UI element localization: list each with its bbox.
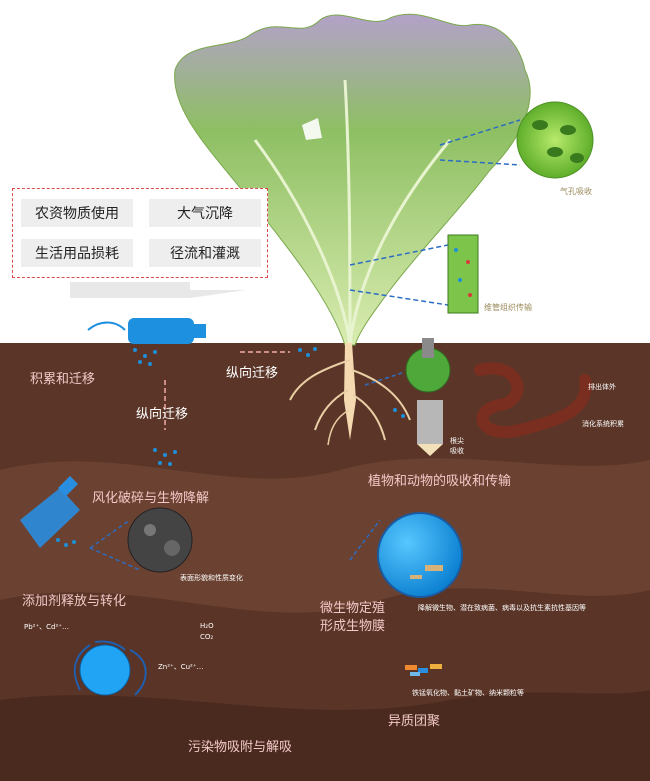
microbe-label: 微生物定殖 形成生物膜 xyxy=(320,601,386,634)
hetero-label: 异质团聚 xyxy=(388,714,441,729)
minerals-label: 铁锰氧化物、黏土矿物、纳米颗粒等 xyxy=(412,689,524,697)
stomata-zoom xyxy=(439,101,594,179)
heavy-metals-label-2: Zn²⁺、Cu²⁺… xyxy=(158,663,204,671)
broken-bottle-icon xyxy=(20,476,80,548)
root-tip-label: 根尖 吸收 xyxy=(450,437,464,455)
surface-zoom xyxy=(89,507,193,573)
pollutant-disc xyxy=(73,640,147,696)
source-runoff: 径流和灌溉 xyxy=(149,239,261,267)
pollutant-label: 污染物吸附与解吸 xyxy=(188,740,293,755)
earthworm-icon xyxy=(474,362,592,438)
vertical-migration-label-2: 纵向迁移 xyxy=(136,407,189,422)
weathering-label: 风化破碎与生物降解 xyxy=(92,491,210,506)
microbe-detail-label: 降解微生物、潜在致病菌、病毒以及抗生素抗性基因等 xyxy=(418,604,586,612)
biofilm-disc xyxy=(349,512,463,598)
source-atmos: 大气沉降 xyxy=(149,199,261,227)
co2-label: CO₂ xyxy=(200,633,214,641)
particle-clusters xyxy=(56,347,405,547)
lateral-root-label: 侧根裂隙吸收 xyxy=(440,334,482,342)
surface-change-label: 表面形貌和性质变化 xyxy=(180,574,243,582)
source-box: 农资物质使用 大气沉降 生活用品损耗 径流和灌溉 xyxy=(12,188,268,278)
source-agri: 农资物质使用 xyxy=(21,199,133,227)
digestive-label: 消化系统积累 xyxy=(582,420,624,428)
source-arrow xyxy=(70,282,246,298)
vascular-label: 维管组织传输 xyxy=(484,303,532,312)
lateral-root-zoom xyxy=(364,338,451,456)
migration-arrows xyxy=(164,351,290,430)
lettuce-plant xyxy=(174,13,531,446)
heavy-metals-label-1: Pb²⁺、Cd²⁺… xyxy=(24,623,69,631)
source-household: 生活用品损耗 xyxy=(21,239,133,267)
vascular-zoom xyxy=(349,234,479,314)
soil xyxy=(0,343,650,781)
accumulate-label: 积累和迁移 xyxy=(30,372,96,387)
plant-animal-label: 植物和动物的吸收和传输 xyxy=(368,474,512,489)
bottle-icon xyxy=(87,318,206,344)
vertical-migration-label-1: 纵向迁移 xyxy=(226,366,279,381)
stomata-label: 气孔吸收 xyxy=(560,187,592,196)
excretion-label: 排出体外 xyxy=(588,383,616,391)
additive-label: 添加剂释放与转化 xyxy=(22,594,127,609)
mineral-cluster-icon xyxy=(405,664,442,676)
h2o-label: H₂O xyxy=(200,622,214,630)
